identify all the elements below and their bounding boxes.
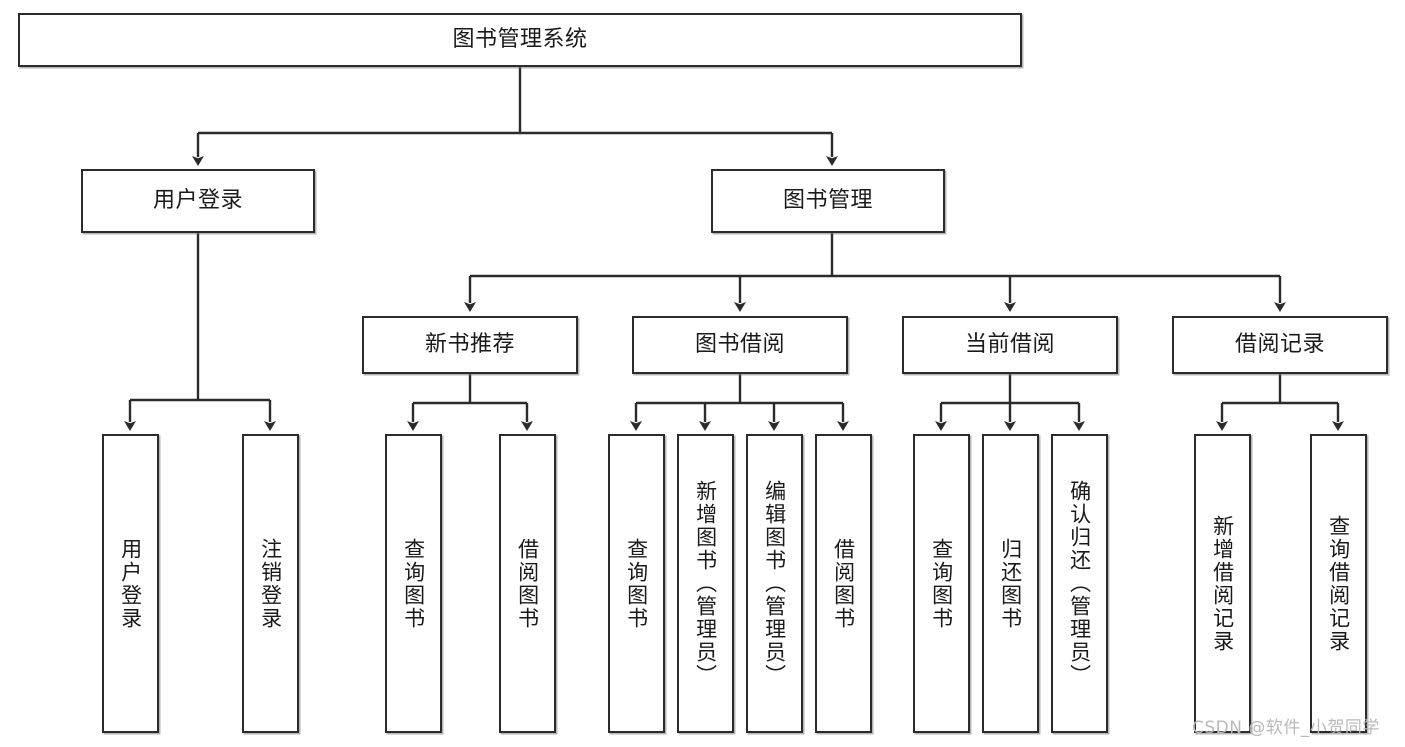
leaf-recommend-borrow-book[interactable]: 借阅图书 [499, 434, 556, 733]
leaf-current-query-book-label: 查询图书 [929, 537, 954, 630]
leaf-user-login-login[interactable]: 用户登录 [102, 434, 159, 733]
leaf-borrow-borrow-book-label: 借阅图书 [831, 537, 856, 630]
leaf-current-confirm-return-admin-label: 确认归还（管理员） [1067, 480, 1092, 687]
leaf-record-query-record-label: 查询借阅记录 [1326, 514, 1351, 653]
leaf-current-confirm-return-admin[interactable]: 确认归还（管理员） [1051, 434, 1108, 733]
node-book-borrow-label: 图书借阅 [694, 332, 785, 358]
node-user-login-label: 用户登录 [152, 188, 243, 214]
node-book-management[interactable]: 图书管理 [711, 169, 945, 233]
leaf-current-return-book[interactable]: 归还图书 [982, 434, 1039, 733]
leaf-current-query-book[interactable]: 查询图书 [913, 434, 970, 733]
node-new-book-recommend[interactable]: 新书推荐 [362, 316, 578, 374]
leaf-user-login-login-label: 用户登录 [118, 537, 143, 630]
leaf-borrow-query-book[interactable]: 查询图书 [608, 434, 665, 733]
node-user-login[interactable]: 用户登录 [81, 169, 315, 233]
node-current-borrow-label: 当前借阅 [964, 332, 1055, 358]
leaf-user-login-logout[interactable]: 注销登录 [242, 434, 299, 733]
leaf-borrow-add-book-admin[interactable]: 新增图书（管理员） [677, 434, 734, 733]
node-new-book-recommend-label: 新书推荐 [424, 332, 515, 358]
leaf-borrow-query-book-label: 查询图书 [624, 537, 649, 630]
node-book-borrow[interactable]: 图书借阅 [632, 316, 848, 374]
leaf-record-add-record[interactable]: 新增借阅记录 [1194, 434, 1251, 733]
leaf-recommend-query-book-label: 查询图书 [401, 537, 426, 630]
leaf-borrow-add-book-admin-label: 新增图书（管理员） [693, 480, 718, 687]
node-borrow-record-label: 借阅记录 [1234, 332, 1325, 358]
node-borrow-record[interactable]: 借阅记录 [1172, 316, 1388, 374]
leaf-recommend-query-book[interactable]: 查询图书 [385, 434, 442, 733]
leaf-record-query-record[interactable]: 查询借阅记录 [1310, 434, 1367, 733]
leaf-borrow-edit-book-admin-label: 编辑图书（管理员） [762, 480, 787, 687]
leaf-recommend-borrow-book-label: 借阅图书 [515, 537, 540, 630]
node-book-management-label: 图书管理 [782, 188, 873, 214]
leaf-record-add-record-label: 新增借阅记录 [1210, 514, 1235, 653]
leaf-current-return-book-label: 归还图书 [998, 537, 1023, 630]
leaf-borrow-edit-book-admin[interactable]: 编辑图书（管理员） [746, 434, 803, 733]
leaf-borrow-borrow-book[interactable]: 借阅图书 [815, 434, 872, 733]
leaf-user-login-logout-label: 注销登录 [258, 537, 283, 630]
csdn-watermark: CSDN @软件_小贺同学 [1192, 718, 1380, 738]
node-root-book-management-system[interactable]: 图书管理系统 [18, 13, 1022, 67]
node-current-borrow[interactable]: 当前借阅 [902, 316, 1118, 374]
node-root-label: 图书管理系统 [452, 27, 588, 53]
